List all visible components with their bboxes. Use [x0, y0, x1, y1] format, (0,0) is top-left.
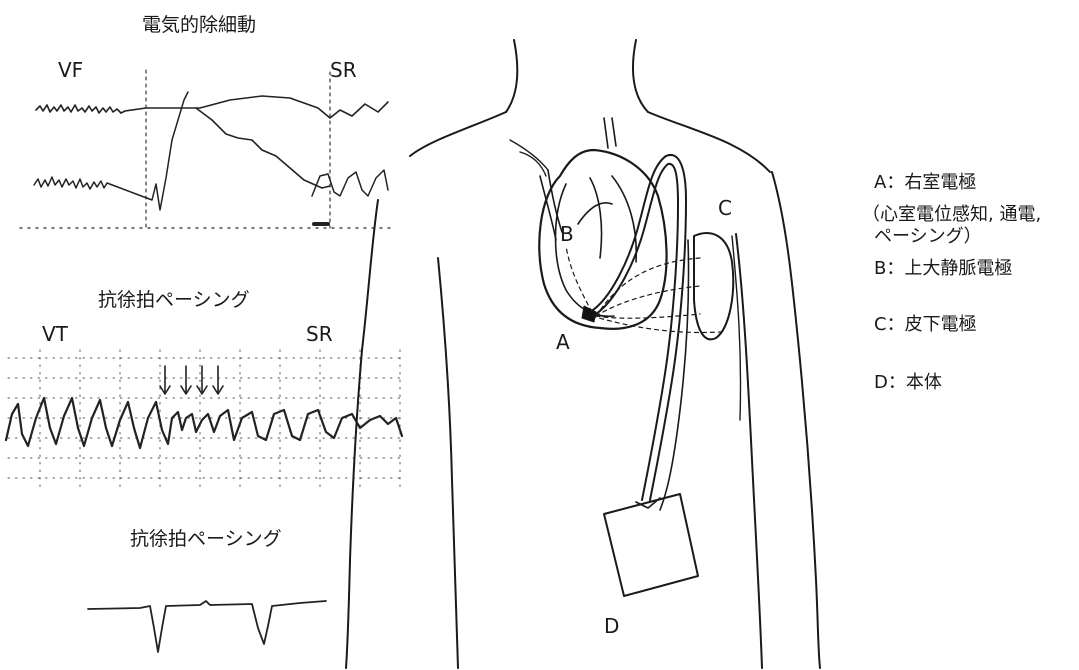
ecg-label-vf: VF [58, 58, 83, 82]
ecg-panel-pacing [88, 601, 326, 652]
ecg-trace-vt [6, 398, 402, 448]
neck-right [633, 40, 648, 112]
pacing-arrows [160, 366, 223, 394]
label-c: C [718, 196, 732, 220]
ecg-label-sr2: SR [306, 322, 333, 346]
torso-right [736, 234, 762, 668]
legend-b: B：上大静脈電極 [874, 258, 1012, 280]
shoulder-left [410, 112, 506, 156]
legend-c: C：皮下電極 [874, 314, 977, 336]
ecg-trace-upper-drop [196, 108, 330, 188]
legend-a-detail1: （心室電位感知, 通電, [862, 204, 1041, 226]
torso-left [438, 258, 458, 668]
ecg-trace-pacing [88, 601, 326, 652]
ecg-panel-defibrillation [20, 70, 390, 228]
label-d: D [604, 614, 619, 638]
lead-wire-inner [596, 164, 678, 500]
ecg-grid [8, 350, 402, 490]
torso-illustration [346, 40, 820, 668]
legend-a: A：右室電極 [874, 172, 976, 194]
label-b: B [560, 222, 574, 246]
device-d [604, 494, 698, 596]
ecg-label-vt: VT [42, 322, 68, 346]
arm-right [772, 172, 820, 668]
vessel-left [510, 140, 548, 176]
ecg-panel2-title: 抗徐拍ペーシング [98, 285, 250, 312]
legend-a-detail2: ペーシング） [874, 226, 982, 248]
neck-left [506, 40, 517, 112]
shoulder-right [648, 112, 770, 172]
ecg-panel3-title: 抗徐拍ペーシング [130, 524, 282, 551]
arm-left [346, 200, 378, 668]
ecg-label-sr1: SR [330, 58, 357, 82]
heart-inner [556, 176, 637, 316]
ecg-panel1-title: 電気的除細動 [142, 10, 256, 37]
label-a: A [556, 330, 570, 354]
legend-d: D：本体 [874, 372, 942, 394]
subcutaneous-electrode-c [694, 233, 733, 339]
clavicle-mark [604, 118, 616, 148]
ecg-panel-vt [6, 350, 402, 490]
ecg-trace-upper [36, 96, 388, 118]
ecg-trace-lower-sr [312, 170, 388, 196]
